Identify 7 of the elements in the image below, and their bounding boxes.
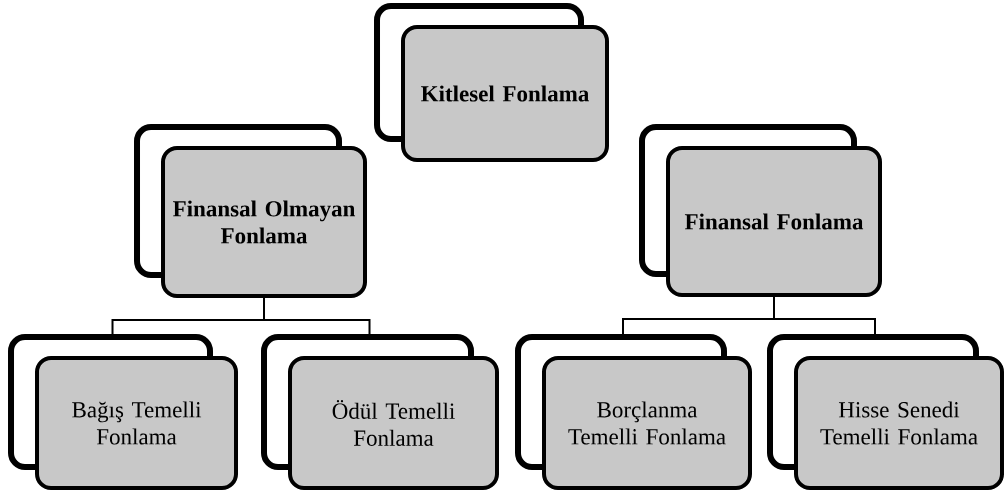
hierarchy-box: Borçlanma Temelli Fonlama — [542, 356, 752, 490]
hierarchy-box: Finansal Olmayan Fonlama — [161, 146, 367, 298]
hierarchy-box: Ödül Temelli Fonlama — [288, 356, 499, 490]
hierarchy-box: Kitlesel Fonlama — [401, 25, 609, 162]
hierarchy-box: Hisse Senedi Temelli Fonlama — [794, 356, 1004, 490]
hierarchy-box: Finansal Fonlama — [666, 146, 882, 297]
hierarchy-box: Bağış Temelli Fonlama — [35, 356, 238, 490]
